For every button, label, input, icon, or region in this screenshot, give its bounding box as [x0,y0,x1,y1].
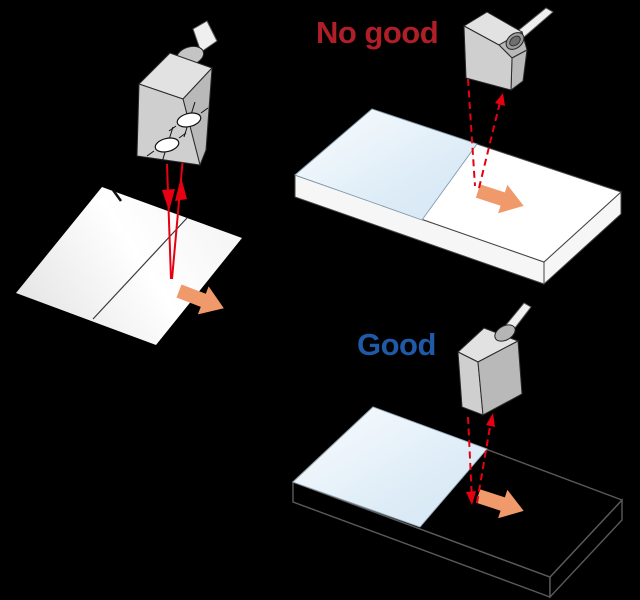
white-stage-icon [294,108,622,286]
cable-connector-icon [494,324,516,342]
sensor-head-icon [136,20,218,167]
sensor-front-face [463,25,513,91]
white-sheet [16,187,242,345]
good-panel [291,302,624,599]
reflected-beam-arrowhead [175,177,187,201]
beam-group [467,78,505,189]
emitted-beam [166,163,172,280]
no-good-label: No good [316,15,439,50]
sensor-head-icon [462,7,554,92]
cable-connector-inner [509,35,521,47]
lens-upper-icon [168,101,209,138]
beam-group [466,413,495,505]
good-label: Good [357,327,436,362]
beam-group [162,156,187,280]
sheet-seam-line [92,217,188,320]
sheet-edge-tick [111,189,123,202]
sensor-right-face [477,340,523,416]
lens-lower-icon [146,126,187,163]
emitted-beam [467,78,476,187]
cable-icon [192,20,218,53]
sensor-front-face [136,83,201,166]
emitted-beam [467,416,473,501]
reflected-beam [478,97,502,189]
transparent-sheet [294,108,478,221]
reflected-beam [171,156,184,280]
sensor-head-icon [457,302,532,416]
principle-panel [16,20,242,345]
reflected-beam-arrowhead [486,413,495,427]
reflected-beam [476,414,493,504]
transparent-sheet [292,406,488,528]
black-stage-icon [291,406,624,599]
emitted-beam-arrowhead [466,491,476,505]
no-good-panel [294,7,622,286]
reflected-beam-arrowhead [495,93,505,106]
emitted-beam-arrowhead [162,189,175,211]
